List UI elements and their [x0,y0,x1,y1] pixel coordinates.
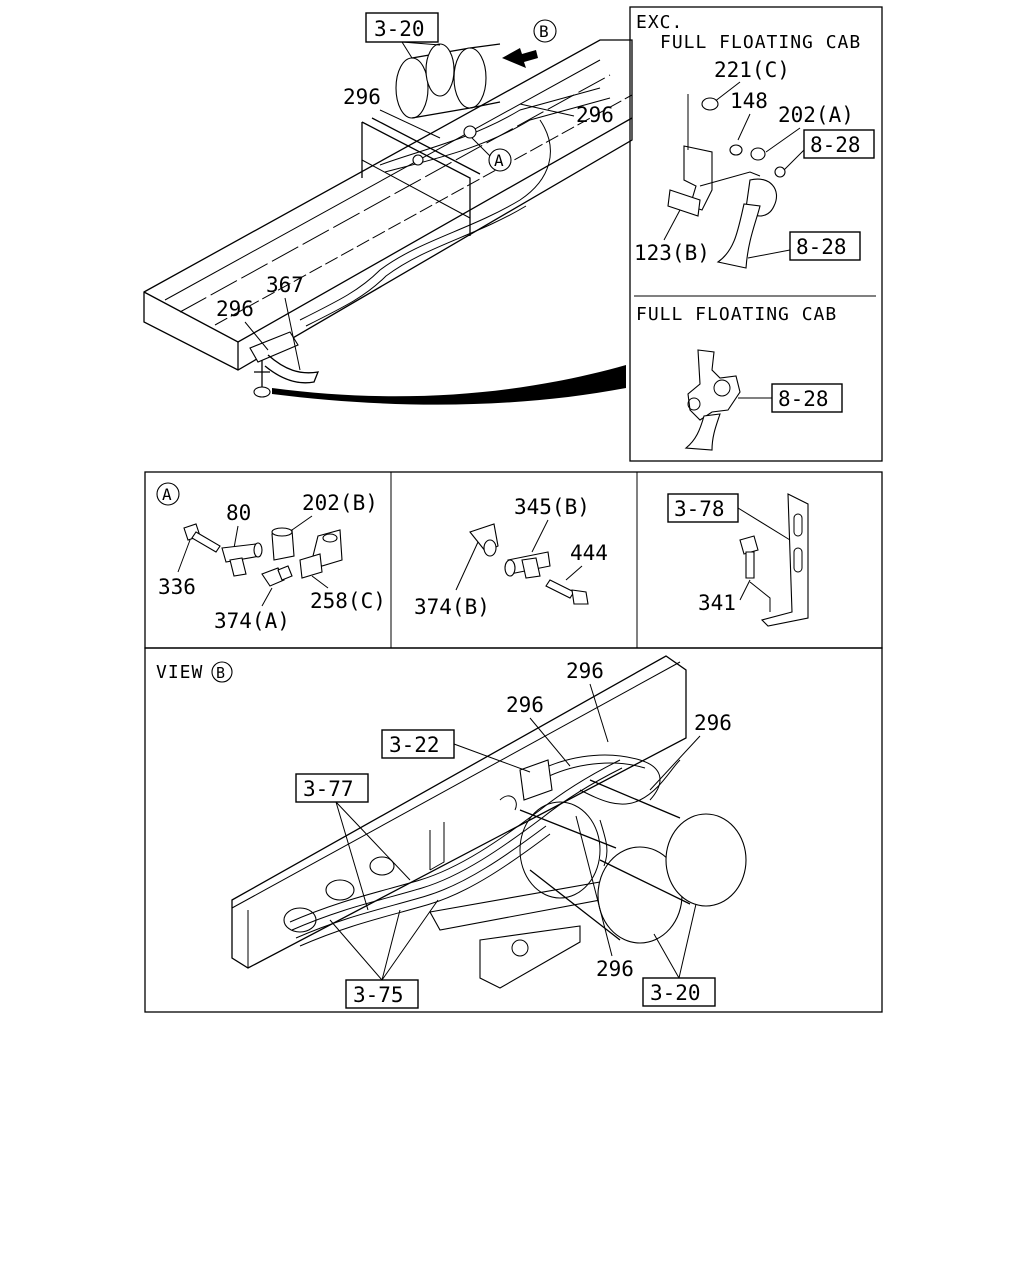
ref-3-20-view: 3-20 [650,981,701,1005]
label-80: 80 [226,501,251,525]
ref-8-28-a: 8-28 [810,133,861,157]
label-374a: 374(A) [214,609,290,633]
label-374b: 374(B) [414,595,490,619]
ref-3-78: 3-78 [674,497,725,521]
label-296-a: 296 [343,85,381,109]
chassis-overview [143,39,633,405]
exc-full-floating-cab-section: EXC. FULL FLOATING CAB 221(C) 148 202(A)… [634,12,875,269]
label-202b: 202(B) [302,491,378,515]
label-336: 336 [158,575,196,599]
detail-panel-top-right [629,6,883,462]
ref-box-8-28-ffc [771,383,843,413]
label-296-c: 296 [216,297,254,321]
ref-box-8-28-a [803,129,875,159]
ref-box-3-77 [295,773,369,803]
ref-8-28-b: 8-28 [796,235,847,259]
panel-a-marker: A [162,485,172,504]
label-258c: 258(C) [310,589,386,613]
view-b-panel [144,647,883,1013]
detail-panel-a: A 80 202(B) 336 374(A) 258(C) [156,482,386,633]
view-marker: B [216,664,225,682]
ref-3-20-top: 3-20 [374,17,425,41]
ref-box-3-20-view [642,977,716,1007]
view-b-drawing: VIEW B [156,655,747,989]
view-b-marker: B [539,22,549,41]
label-202a: 202(A) [778,103,854,127]
ref-3-22: 3-22 [389,733,440,757]
label-296-view-right: 296 [694,711,732,735]
detail-panel-bracket: 3-78 341 [667,493,809,627]
label-296-b: 296 [576,103,614,127]
label-296-view-top: 296 [566,659,604,683]
ref-3-77: 3-77 [303,777,354,801]
ref-3-75: 3-75 [353,983,404,1007]
label-123b: 123(B) [634,241,710,265]
exc-title-line1: EXC. [636,12,683,33]
label-341: 341 [698,591,736,615]
label-296-view-bottom: 296 [596,957,634,981]
ref-box-3-22 [381,729,455,759]
detail-panel-tee: 345(B) 444 374(B) [414,495,608,619]
label-148: 148 [730,89,768,113]
label-345b: 345(B) [514,495,590,519]
view-title: VIEW [156,662,203,683]
chassis-labels: 3-20 B 296 296 A 367 296 [216,12,614,371]
ref-box-3-78 [667,493,739,523]
label-444: 444 [570,541,608,565]
label-221c: 221(C) [714,58,790,82]
label-367: 367 [266,273,304,297]
ffc-title: FULL FLOATING CAB [636,304,837,325]
label-296-view-mid: 296 [506,693,544,717]
callout-a-marker: A [494,151,504,170]
full-floating-cab-section: FULL FLOATING CAB 8-28 [636,304,843,451]
view-b-labels: 296 296 296 3-22 3-77 296 3-75 3-20 [295,659,732,1009]
ref-box-8-28-b [789,231,861,261]
ref-box-3-75 [345,979,419,1009]
ref-box-3-20-top [365,12,439,43]
exc-title-line2: FULL FLOATING CAB [660,32,861,53]
ref-8-28-ffc: 8-28 [778,387,829,411]
